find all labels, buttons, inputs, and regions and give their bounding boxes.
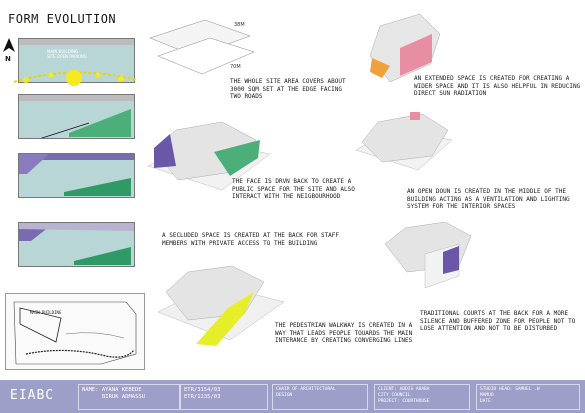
student-id-1: ETR/3154/03 xyxy=(184,387,264,394)
description-open-void: AN OPEN DOUN IS CREATED IN THE MIDDLE OF… xyxy=(407,188,579,211)
title-block: EIABC NAME: AYANA KEBEDE BIRUK ADMASSU E… xyxy=(0,380,585,413)
course-box: CHAIR OF ARCHITECTURAL DESIGN xyxy=(272,384,368,410)
site-plan-step-2 xyxy=(18,94,135,139)
dimension-width: 38M xyxy=(234,22,245,28)
description-traditional-courts: TRADITIONAL COURTS AT THE BACK FOR A MOR… xyxy=(420,310,582,333)
course-line-2: DESIGN xyxy=(276,393,364,399)
client-box: CLIENT: ADDIS ABABA CITY COUNCIL PROJECT… xyxy=(374,384,470,410)
client-line-3: PROJECT: COURTHOUSE xyxy=(378,399,466,405)
plan-label-parking: SITE OPEN PARKING xyxy=(47,54,87,59)
massing-pedestrian-walkway xyxy=(158,262,288,352)
student-name-2: BIRUK ADMASSU xyxy=(82,394,145,400)
site-plan-label: MAIN BUILDING xyxy=(30,309,61,317)
massing-open-void xyxy=(352,108,457,180)
massing-extended-space xyxy=(360,12,450,84)
dimension-length: 70M xyxy=(230,64,241,70)
description-extended-space: AN EXTENDED SPACE IS CREATED FOR CREATIN… xyxy=(414,75,582,98)
name-label: NAME: xyxy=(82,387,99,393)
student-name-1: AYANA KEBEDE xyxy=(102,387,142,393)
site-plan-drawing: MAIN BUILDING xyxy=(5,293,145,370)
date-label: DATE xyxy=(480,399,576,405)
sun-path-icon xyxy=(6,62,141,92)
description-public-space: THE FACE IS DRVN BACK TO CREATE A PUBLIC… xyxy=(232,178,356,201)
student-names-box: NAME: AYANA KEBEDE BIRUK ADMASSU xyxy=(78,384,180,410)
site-plan-step-4 xyxy=(18,222,135,267)
description-site-area: THE WHOLE SITE AREA COVERS ABOUT 3000 SQ… xyxy=(230,78,348,101)
student-id-2: ETR/1235/03 xyxy=(184,394,264,401)
description-pedestrian-walkway: THE PEDESTRIAN WALKWAY IS CREATED IN A W… xyxy=(275,322,425,345)
site-plan-step-3 xyxy=(18,153,135,198)
studio-box: STUDIO HEAD: SAMUEL .W MAMUO DATE xyxy=(476,384,580,410)
description-secluded-space: A SECLUDED SPACE IS CREATED AT THE BACK … xyxy=(162,232,362,247)
school-logo: EIABC xyxy=(10,388,54,403)
massing-traditional-courts xyxy=(385,222,477,296)
page-title: FORM EVOLUTION xyxy=(8,12,116,26)
student-ids-box: ETR/3154/03 ETR/1235/03 xyxy=(180,384,268,410)
